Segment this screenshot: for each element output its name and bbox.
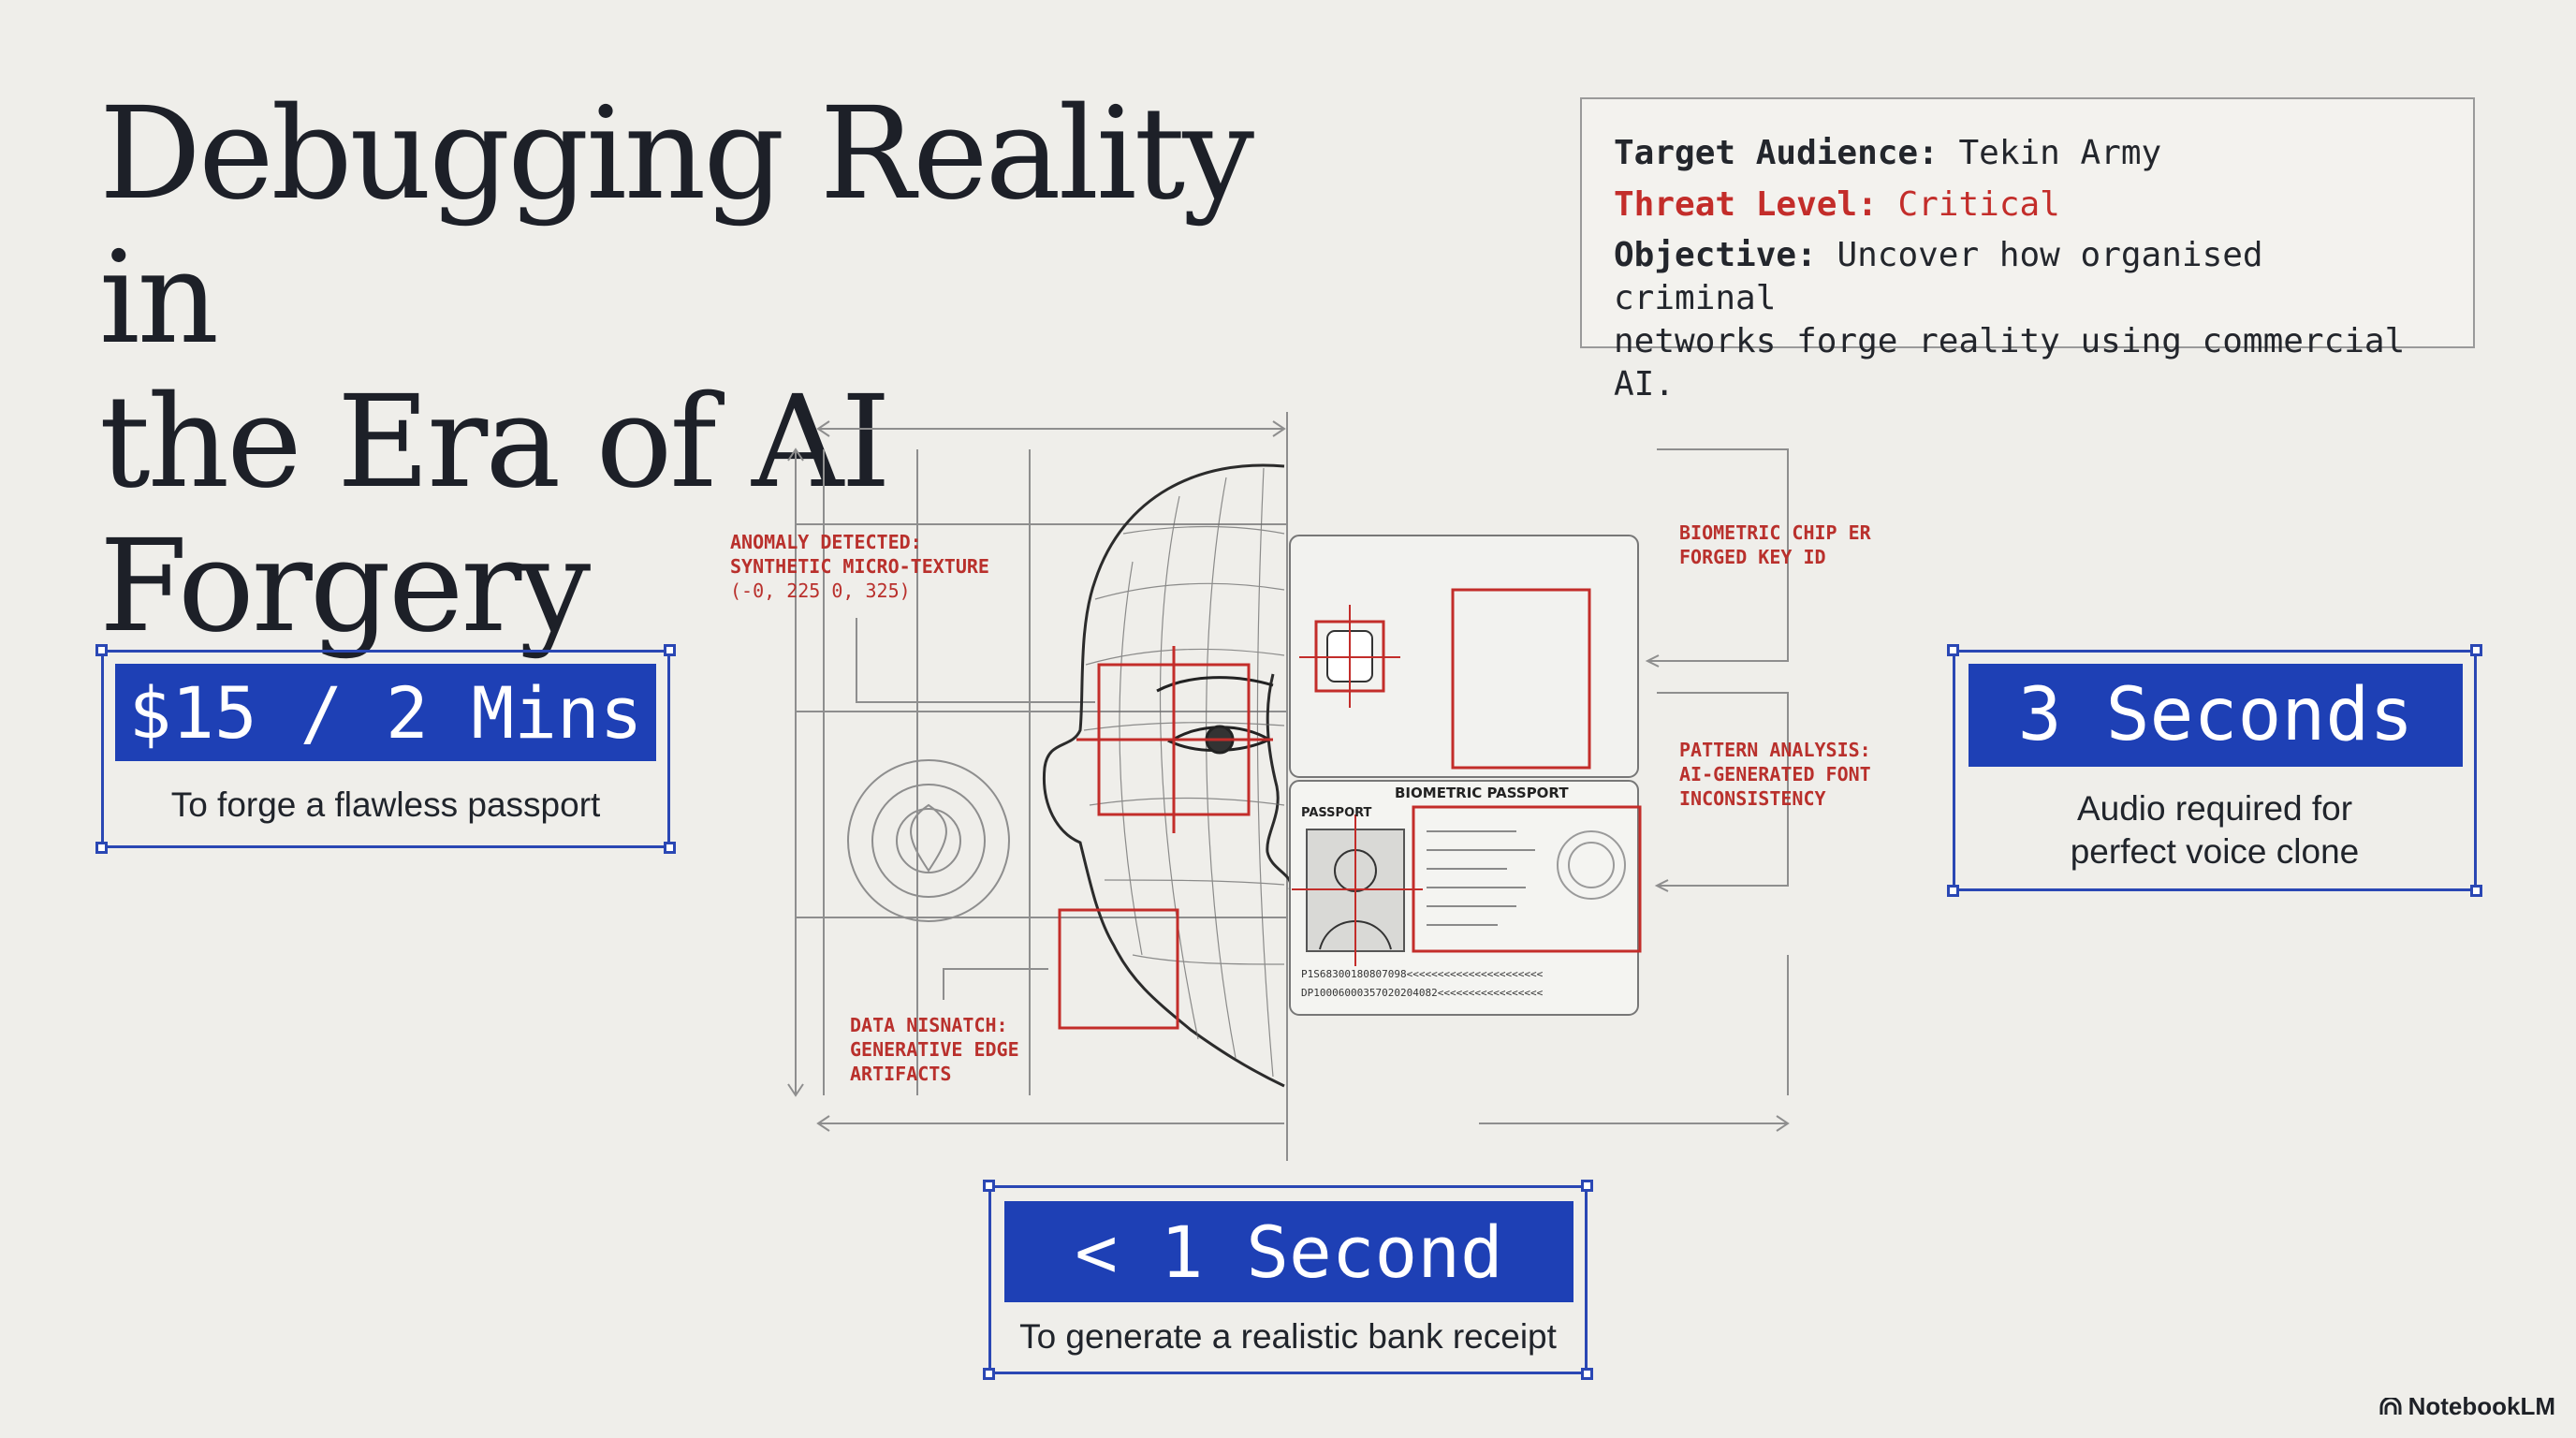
mismatch-annotation-line-1: DATA NISNATCH:	[850, 1014, 1008, 1036]
voice-stat-value: 3 Seconds	[1969, 664, 2463, 767]
selection-handle	[664, 644, 676, 656]
selection-handle	[1947, 885, 1959, 897]
title-line-1: Debugging Reality in	[99, 81, 1254, 373]
notebooklm-logo-text: NotebookLM	[2408, 1392, 2555, 1420]
voice-stat-card: 3 Seconds Audio required for perfect voi…	[1947, 644, 2482, 897]
mismatch-annotation-line-3: ARTIFACTS	[850, 1063, 951, 1085]
pattern-annotation-line-2: AI-GENERATED FONT	[1679, 763, 1871, 785]
passport-stat-value: $15 / 2 Mins	[115, 664, 656, 761]
chip-annotation-line-2: FORGED KEY ID	[1679, 546, 1826, 568]
passport-stat-card: $15 / 2 Mins To forge a flawless passpor…	[95, 644, 676, 854]
receipt-stat-card: < 1 Second To generate a realistic bank …	[983, 1180, 1593, 1380]
mismatch-annotation-line-2: GENERATIVE EDGE	[850, 1038, 1019, 1061]
objective-line-2: networks forge reality using commercial …	[1614, 322, 2406, 404]
title-line-2: the Era of AI Forgery	[99, 369, 891, 661]
anomaly-annotation-line-1: ANOMALY DETECTED:	[730, 531, 922, 553]
pattern-annotation-line-1: PATTERN ANALYSIS:	[1679, 739, 1871, 761]
anomaly-annotation-line-3: (-0, 225 0, 325)	[730, 580, 911, 602]
notebooklm-logo: NotebookLM	[2378, 1392, 2555, 1421]
notebooklm-icon	[2379, 1397, 2402, 1415]
audience-label: Target Audience:	[1614, 134, 1939, 172]
selection-handle	[1581, 1368, 1593, 1380]
objective-line-1: Uncover how organised criminal	[1614, 236, 2263, 317]
selection-handle	[2470, 885, 2482, 897]
voice-stat-caption-line-1: Audio required for	[2076, 789, 2353, 828]
selection-handle	[2470, 644, 2482, 656]
selection-handle	[95, 644, 108, 656]
passport-mrz-line-2: DP10006000357020204082<<<<<<<<<<<<<<<<<	[1301, 987, 1544, 999]
passport-stat-caption: To forge a flawless passport	[170, 785, 601, 824]
passport-data-page	[1289, 535, 1639, 778]
audience-row: Target Audience: Tekin Army	[1614, 131, 2441, 175]
audience-value: Tekin Army	[1958, 134, 2162, 172]
passport-mrz-line-1: P1S68300180807098<<<<<<<<<<<<<<<<<<<<<<	[1301, 968, 1544, 980]
objective-label: Objective:	[1614, 236, 1817, 274]
objective-row: Objective: Uncover how organised crimina…	[1614, 234, 2441, 406]
forensic-illustration: ANOMALY DETECTED: SYNTHETIC MICRO-TEXTUR…	[730, 412, 1872, 1161]
selection-handle	[983, 1368, 995, 1380]
passport-header: BIOMETRIC PASSPORT	[1395, 785, 1569, 801]
receipt-stat-value: < 1 Second	[1004, 1201, 1573, 1302]
chip-annotation-line-1: BIOMETRIC CHIP ERROR:	[1679, 521, 1872, 544]
pattern-annotation-line-3: INCONSISTENCY	[1679, 787, 1826, 810]
selection-handle	[983, 1180, 995, 1192]
selection-handle	[664, 842, 676, 854]
selection-handle	[1947, 644, 1959, 656]
receipt-stat-caption: To generate a realistic bank receipt	[1019, 1317, 1557, 1356]
mission-brief-box: Target Audience: Tekin Army Threat Level…	[1580, 97, 2475, 404]
threat-value: Critical	[1897, 185, 2060, 224]
voice-stat-caption-line-2: perfect voice clone	[2070, 832, 2360, 871]
selection-handle	[1581, 1180, 1593, 1192]
threat-row: Threat Level: Critical	[1614, 183, 2441, 227]
selection-handle	[95, 842, 108, 854]
anomaly-annotation-line-2: SYNTHETIC MICRO-TEXTURE	[730, 555, 989, 578]
page-title: Debugging Reality in the Era of AI Forge…	[99, 82, 1316, 659]
passport-type-label: PASSPORT	[1301, 806, 1372, 820]
threat-label: Threat Level:	[1614, 185, 1878, 224]
